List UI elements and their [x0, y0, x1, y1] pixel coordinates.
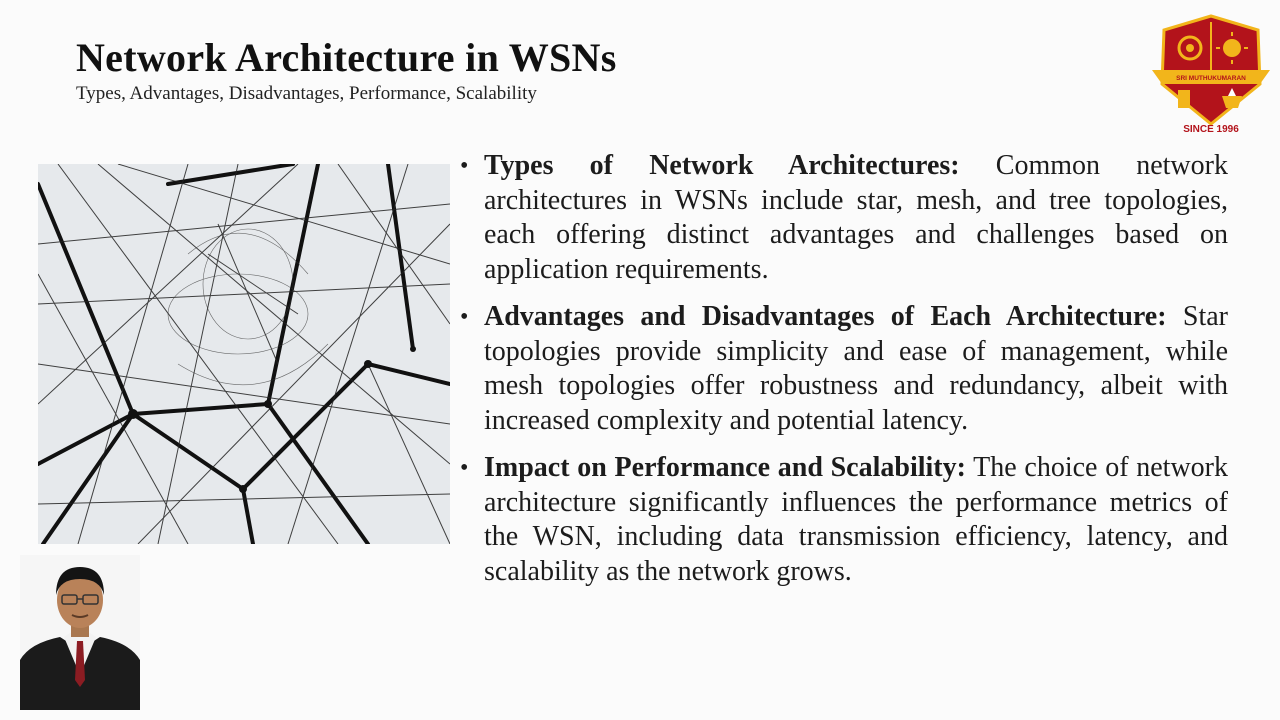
bullet-heading: Advantages and Disadvantages of Each Arc… [484, 301, 1167, 332]
bullet-item-performance: •Impact on Performance and Scalability: … [458, 451, 1228, 589]
logo-since-text: SINCE 1996 [1183, 124, 1239, 135]
bullet-text: The choice of network architecture signi… [484, 452, 1228, 587]
slide-subtitle: Types, Advantages, Disadvantages, Perfor… [76, 83, 537, 104]
network-mesh-image [38, 164, 450, 544]
bullet-dot: • [460, 153, 469, 179]
slide-title: Network Architecture in WSNs [76, 35, 617, 80]
bullet-heading: Impact on Performance and Scalability: [484, 452, 966, 483]
bullet-list: • Types of Network Architectures: Common … [458, 149, 1228, 602]
institution-logo: SRI MUTHUKUMARAN [1152, 14, 1270, 126]
bullet-item-advantages: • Advantages and Disadvantages of Each Ar… [458, 300, 1228, 438]
bullet-dot: • [460, 455, 469, 481]
bullet-item-types: • Types of Network Architectures: Common … [458, 149, 1228, 287]
bullet-text: Common network architectures in WSNs inc… [484, 150, 1228, 285]
bullet-dot: • [460, 304, 469, 330]
bullet-heading: Types of Network Architectures: [484, 150, 960, 181]
presenter-photo [20, 555, 140, 710]
bullet-text: Star topologies provide simplicity and e… [484, 301, 1228, 436]
logo-name-text: SRI MUTHUKUMARAN [1176, 75, 1246, 82]
